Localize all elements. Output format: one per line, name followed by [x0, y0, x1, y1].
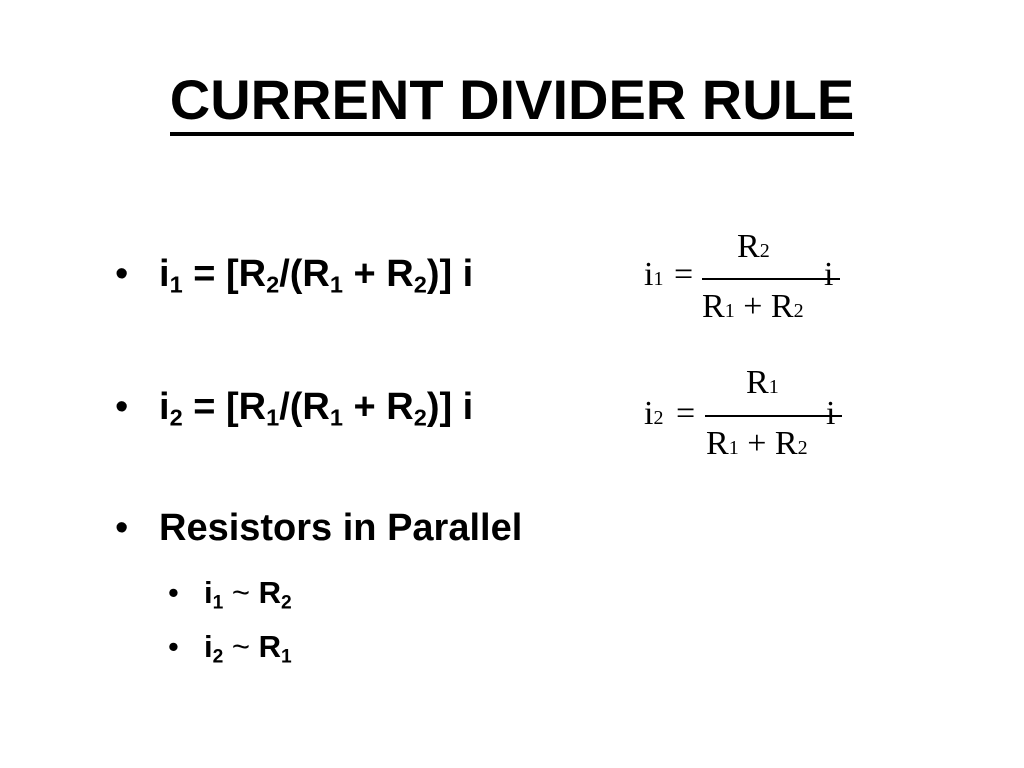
bullet-text: Resistors in Parallel: [159, 507, 523, 549]
eq-lhs: i2: [644, 395, 664, 432]
formula-text: i1 = [R2/(R1 + R2)] i: [159, 253, 474, 298]
equation-i1: i1 = R2 R1 + R2 i: [640, 228, 870, 338]
eq-rhs: i: [824, 256, 834, 293]
eq-fraction-bar: [702, 278, 840, 280]
eq-equals: =: [674, 256, 694, 293]
eq-numerator: R2: [737, 228, 770, 265]
eq-fraction-bar: [705, 415, 842, 417]
bullet-i1-formula: • i1 = [R2/(R1 + R2)] i: [115, 253, 474, 298]
sub-bullet-marker: •: [168, 575, 179, 610]
slide-title-text: CURRENT DIVIDER RULE: [169, 72, 855, 136]
formula-text: i2 = [R1/(R1 + R2)] i: [159, 386, 474, 431]
eq-lhs: i1: [644, 256, 664, 293]
eq-equals: =: [676, 395, 696, 432]
eq-rhs: i: [826, 395, 836, 432]
bullet-i2-formula: • i2 = [R1/(R1 + R2)] i: [115, 386, 474, 431]
bullet-marker: •: [115, 253, 129, 295]
eq-denominator: R1 + R2: [706, 425, 808, 462]
bullet-marker: •: [115, 507, 129, 549]
sub-bullet-i2-proportional: •i2 ~ R1: [168, 629, 292, 668]
eq-numerator: R1: [746, 364, 779, 401]
bullet-marker: •: [115, 386, 129, 428]
equation-i2: i2 = R1 R1 + R2 i: [640, 364, 870, 474]
eq-denominator: R1 + R2: [702, 288, 804, 325]
sub-bullet-marker: •: [168, 629, 179, 664]
bullet-resistors-in-parallel: • Resistors in Parallel: [115, 509, 522, 547]
slide-title: CURRENT DIVIDER RULE: [0, 72, 1024, 136]
sub-bullet-i1-proportional: •i1 ~ R2: [168, 575, 292, 614]
